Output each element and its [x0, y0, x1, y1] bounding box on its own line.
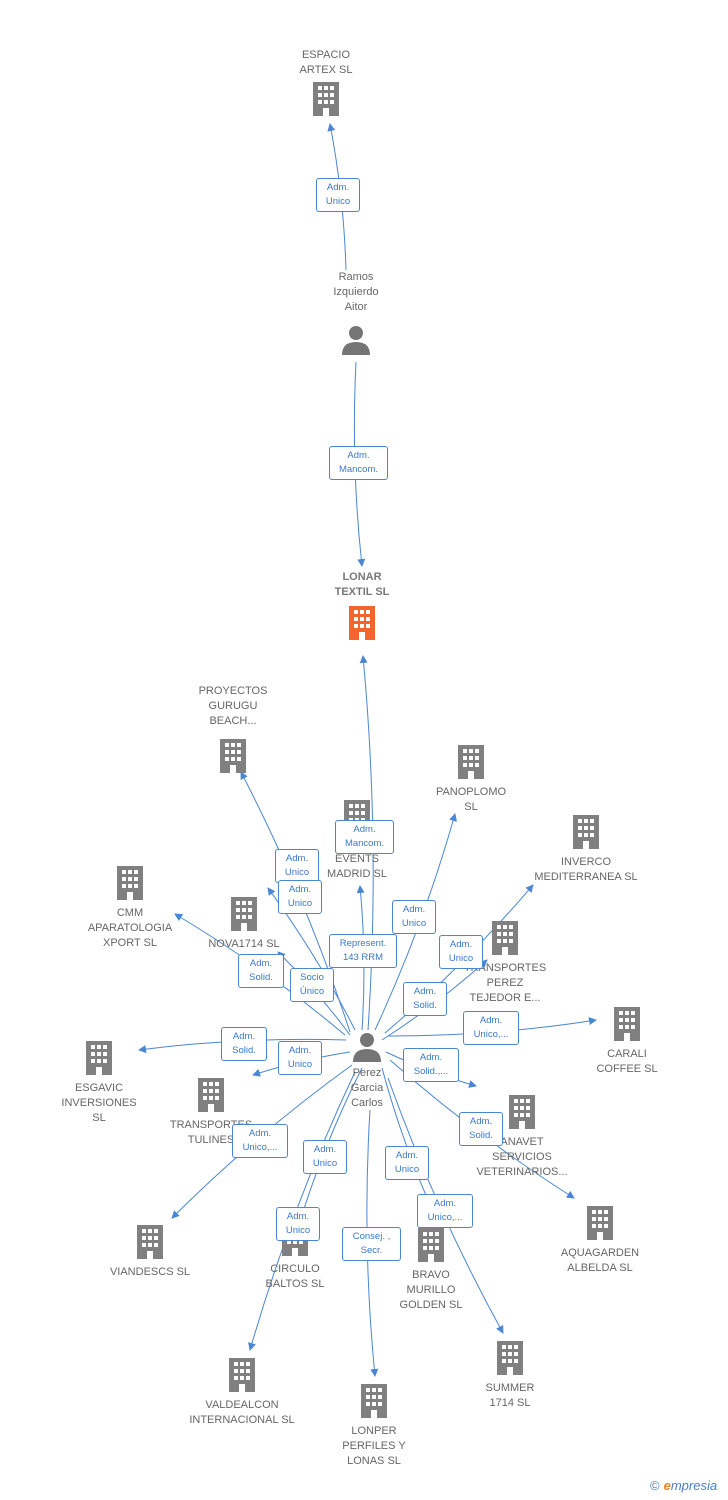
company-node-espacio-artex[interactable]: ESPACIO ARTEX SL	[251, 48, 401, 116]
company-node-aquagarden-albelda[interactable]: AQUAGARDEN ALBELDA SL	[525, 1206, 675, 1276]
relation-badge[interactable]: Represent. 143 RRM	[329, 934, 397, 968]
node-label: VALDEALCON INTERNACIONAL SL	[189, 1399, 295, 1426]
company-node-viandescs[interactable]: VIANDESCS SL	[75, 1225, 225, 1280]
node-label: Ramos Izquierdo Aitor	[333, 271, 379, 313]
relation-badge[interactable]: Adm. Unico,...	[463, 1011, 519, 1045]
node-label: CMM APARATOLOGIA XPORT SL	[87, 907, 173, 949]
node-label: Perez Garcia Carlos	[350, 1067, 384, 1109]
company-node-lonper-perfiles[interactable]: LONPER PERFILES Y LONAS SL	[299, 1384, 449, 1469]
company-node-bravo-murillo-golden[interactable]: BRAVO MURILLO GOLDEN SL	[356, 1228, 506, 1313]
relation-badge[interactable]: Adm. Unico	[303, 1140, 347, 1174]
person-node-ramos-izquierdo-aitor[interactable]: Ramos Izquierdo Aitor	[281, 270, 431, 355]
company-node-summer-1714[interactable]: SUMMER 1714 SL	[435, 1341, 585, 1411]
building-icon	[492, 921, 518, 955]
building-icon	[313, 82, 339, 116]
company-node-nova1714[interactable]: NOVA1714 SL	[169, 897, 319, 952]
relation-badge[interactable]: Adm. Solid.	[403, 982, 447, 1016]
company-node-lonar-textil[interactable]: LONAR TEXTIL SL	[287, 570, 437, 640]
node-label: ESGAVIC INVERSIONES SL	[61, 1082, 137, 1124]
building-icon	[349, 606, 375, 640]
building-icon	[418, 1228, 444, 1262]
relation-badge[interactable]: Adm. Unico	[392, 900, 436, 934]
relation-badge[interactable]: Adm. Mancom.	[335, 820, 394, 854]
company-node-inverco-mediterranea[interactable]: INVERCO MEDITERRANEA SL	[511, 815, 661, 885]
company-node-cmm-aparatologia[interactable]: CMM APARATOLOGIA XPORT SL	[55, 866, 205, 951]
person-icon	[342, 326, 370, 355]
building-icon	[573, 815, 599, 849]
node-label: LONAR TEXTIL SL	[334, 571, 390, 598]
node-label: CIRCULO BALTOS SL	[265, 1263, 325, 1290]
relation-badge[interactable]: Adm. Unico,...	[232, 1124, 288, 1158]
node-label: ESPACIO ARTEX SL	[299, 49, 353, 76]
company-node-transportes-perez-tejedor[interactable]: TRANSPORTES PEREZ TEJEDOR E...	[430, 921, 580, 1006]
node-label: BRAVO MURILLO GOLDEN SL	[399, 1269, 463, 1311]
building-icon	[86, 1041, 112, 1075]
company-node-panoplomo[interactable]: PANOPLOMO SL	[396, 745, 546, 815]
copyright-symbol: ©	[650, 1478, 660, 1493]
empresia-logo[interactable]: ©empresia	[650, 1478, 717, 1493]
node-label: VIANDESCS SL	[109, 1266, 191, 1278]
company-node-anavet-servicios[interactable]: ANAVET SERVICIOS VETERINARIOS...	[447, 1095, 597, 1180]
logo-text: mpresia	[670, 1478, 718, 1493]
person-icon	[353, 1033, 381, 1062]
building-icon	[231, 897, 257, 931]
relation-badge[interactable]: Adm. Unico	[278, 880, 322, 914]
building-icon	[587, 1206, 613, 1240]
relation-badge[interactable]: Adm. Unico	[276, 1207, 320, 1241]
building-icon	[137, 1225, 163, 1259]
node-label: LONPER PERFILES Y LONAS SL	[342, 1425, 406, 1467]
building-icon	[361, 1384, 387, 1418]
node-label: INVERCO MEDITERRANEA SL	[534, 856, 638, 883]
node-label: AQUAGARDEN ALBELDA SL	[560, 1247, 640, 1274]
company-node-esgavic-inversiones[interactable]: ESGAVIC INVERSIONES SL	[24, 1041, 174, 1126]
relation-badge[interactable]: Adm. Solid.	[221, 1027, 267, 1061]
node-label: NOVA1714 SL	[208, 938, 280, 950]
relation-badge[interactable]: Consej. , Secr.	[342, 1227, 401, 1261]
company-node-carali-coffee[interactable]: CARALI COFFEE SL	[552, 1007, 702, 1077]
node-label: SUMMER 1714 SL	[485, 1382, 535, 1409]
node-label: TRANSPORTES PEREZ TEJEDOR E...	[463, 962, 547, 1004]
company-node-transportes-tulines[interactable]: TRANSPORTES TULINES	[136, 1078, 286, 1148]
building-icon	[458, 745, 484, 779]
building-icon	[229, 1358, 255, 1392]
company-node-valdealcon-internacional[interactable]: VALDEALCON INTERNACIONAL SL	[167, 1358, 317, 1428]
building-icon	[497, 1341, 523, 1375]
building-icon	[614, 1007, 640, 1041]
relation-badge[interactable]: Adm. Unico	[316, 178, 360, 212]
relation-badge[interactable]: Adm. Unico,...	[417, 1194, 473, 1228]
building-icon	[220, 739, 246, 773]
building-icon	[509, 1095, 535, 1129]
relation-badge[interactable]: Adm. Solid.	[459, 1112, 503, 1146]
relation-badge[interactable]: Adm. Unico	[439, 935, 483, 969]
node-label: TRANSPORTES TULINES	[169, 1119, 253, 1146]
relation-badge[interactable]: Adm. Solid.,...	[403, 1048, 459, 1082]
node-label: CARALI COFFEE SL	[596, 1048, 658, 1075]
node-label: ANAVET SERVICIOS VETERINARIOS...	[476, 1136, 568, 1178]
person-node-perez-garcia-carlos[interactable]: Perez Garcia Carlos	[292, 1032, 442, 1111]
company-node-proyectos-gurugu[interactable]: PROYECTOS GURUGU BEACH...	[158, 684, 308, 773]
building-icon	[198, 1078, 224, 1112]
relation-badge[interactable]: Adm. Solid.	[238, 954, 284, 988]
relation-badge[interactable]: Socio Único	[290, 968, 334, 1002]
building-icon	[117, 866, 143, 900]
logo-initial: e	[663, 1478, 671, 1493]
node-label: EVENTS MADRID SL	[327, 853, 387, 880]
relation-badge[interactable]: Adm. Unico	[278, 1041, 322, 1075]
node-label: PANOPLOMO SL	[435, 786, 507, 813]
relation-badge[interactable]: Adm. Unico	[385, 1146, 429, 1180]
node-label: PROYECTOS GURUGU BEACH...	[198, 685, 268, 727]
relation-badge[interactable]: Adm. Unico	[275, 849, 319, 883]
relation-badge[interactable]: Adm. Mancom.	[329, 446, 388, 480]
